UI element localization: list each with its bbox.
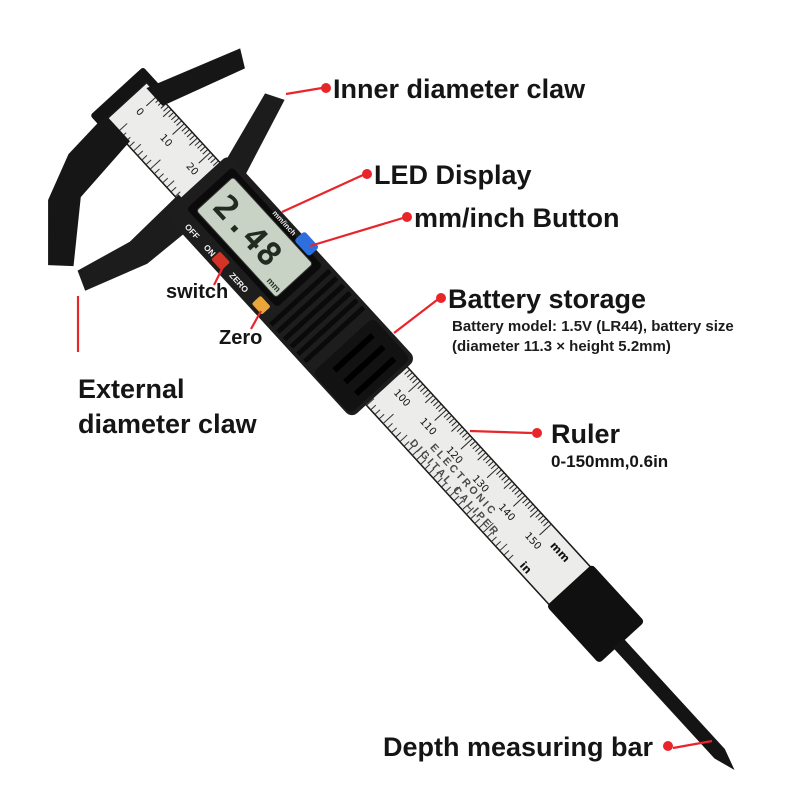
dot-battery	[436, 293, 446, 303]
leader-mminch-button	[309, 216, 404, 248]
dot-mminch-button	[402, 212, 412, 222]
leader-ruler	[469, 429, 533, 435]
thumb-grip	[269, 268, 366, 364]
label-external-claw-line1: External	[78, 374, 185, 404]
lcd-screen	[196, 177, 313, 297]
leader-led-display	[281, 173, 364, 214]
leader-dots	[321, 83, 673, 751]
zero-button[interactable]	[252, 296, 271, 315]
leader-depth-bar	[672, 739, 713, 750]
depth-measuring-bar	[613, 638, 735, 770]
battery-cover-ridges	[332, 332, 397, 397]
label-inner-claw: Inner diameter claw	[333, 74, 586, 104]
label-battery-storage: Battery storage	[448, 284, 647, 314]
blade-end-cap	[547, 565, 644, 662]
label-battery-detail-1: Battery model: 1.5V (LR44), battery size	[452, 318, 734, 335]
label-depth-bar: Depth measuring bar	[383, 732, 654, 762]
label-external-claw: External diameter claw	[78, 372, 257, 442]
label-external-claw-line2: diameter claw	[78, 409, 257, 439]
label-led-display: LED Display	[374, 160, 532, 190]
caliper-body: 0102030405060708090100110120130140150 mm…	[48, 48, 735, 770]
dot-ruler	[532, 428, 542, 438]
inner-claw-fixed	[146, 48, 245, 106]
label-battery-detail-2: (diameter 11.3 × height 5.2mm)	[452, 338, 671, 355]
leader-inner-claw	[285, 86, 323, 96]
leader-zero	[250, 310, 262, 330]
label-ruler: Ruler	[551, 419, 621, 449]
label-mminch-button: mm/inch Button	[414, 203, 620, 233]
label-ruler-range: 0-150mm,0.6in	[551, 452, 669, 471]
mminch-button[interactable]	[294, 231, 319, 257]
external-claw-fixed	[48, 114, 130, 267]
leader-battery	[393, 299, 438, 334]
on-button[interactable]	[211, 251, 230, 270]
dot-inner-claw	[321, 83, 331, 93]
leader-switch	[213, 266, 224, 286]
label-switch: switch	[166, 281, 229, 303]
label-zero: Zero	[219, 327, 263, 349]
dot-led-display	[362, 169, 372, 179]
dot-depth-bar	[663, 741, 673, 751]
leader-lines	[76, 86, 713, 750]
